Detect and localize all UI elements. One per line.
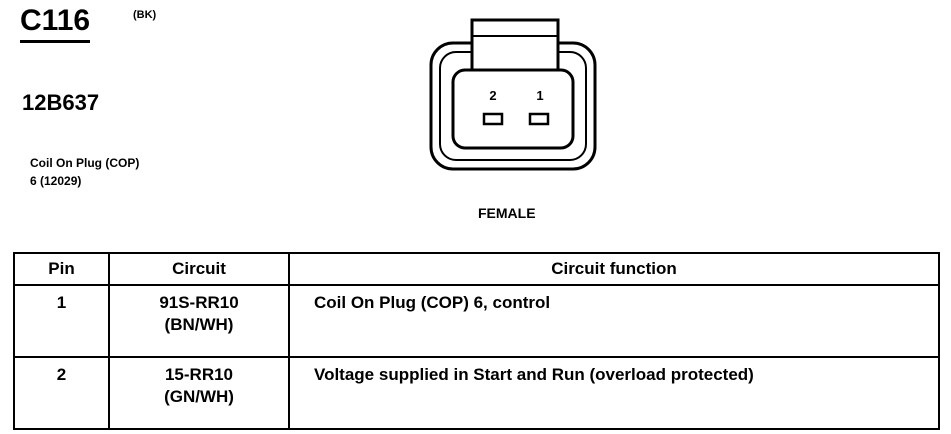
cell-pin: 2 [13,356,110,430]
circuit-wire-color: (GN/WH) [164,387,234,406]
cell-circuit: 15-RR10 (GN/WH) [108,356,290,430]
header-circuit: Circuit [108,252,290,286]
connector-gender: FEMALE [478,205,536,221]
pinout-table: Pin Circuit Circuit function 1 91S-RR10 … [13,252,940,430]
circuit-code: 91S-RR10 [159,293,239,312]
connector-id: C116 [20,4,91,43]
table-row: 1 91S-RR10 (BN/WH) Coil On Plug (COP) 6,… [13,284,940,358]
cell-function: Voltage supplied in Start and Run (overl… [288,356,940,430]
pin-terminal-2 [482,112,504,126]
pin-terminal-1 [528,112,550,126]
table-row: 2 15-RR10 (GN/WH) Voltage supplied in St… [13,356,940,430]
connector-face-diagram: 2 1 [429,18,597,171]
cell-circuit: 91S-RR10 (BN/WH) [108,284,290,358]
circuit-code: 15-RR10 [164,365,234,384]
cell-pin: 1 [13,284,110,358]
header-pin: Pin [13,252,110,286]
pin-label-2: 2 [489,88,496,103]
cell-function: Coil On Plug (COP) 6, control [288,284,940,358]
table-header-row: Pin Circuit Circuit function [13,252,940,286]
connector-latch [470,18,560,72]
circuit-wire-color: (BN/WH) [164,315,234,334]
connector-description-line2: 6 (12029) [30,174,82,188]
pin-label-1: 1 [536,88,543,103]
connector-pin-cavity [451,68,575,150]
header-circuit-function: Circuit function [288,252,940,286]
part-number: 12B637 [22,90,100,115]
connector-color-code: (BK) [133,9,157,21]
connector-description-line1: Coil On Plug (COP) [30,156,140,170]
